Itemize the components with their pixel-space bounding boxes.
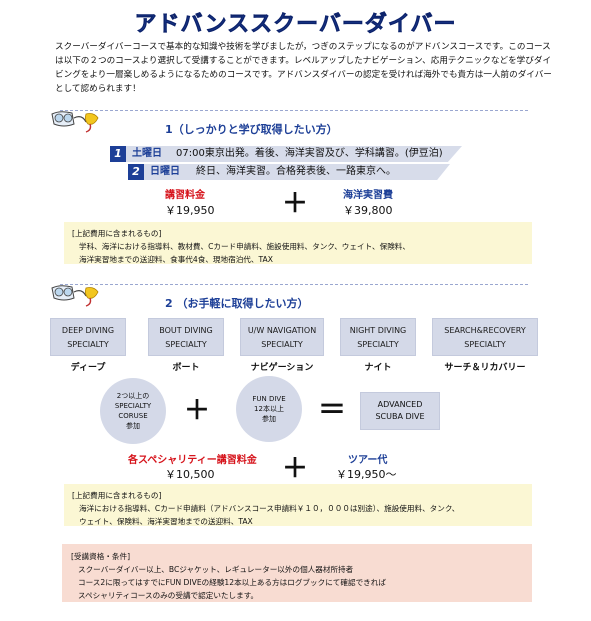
specialty-boat-label: ボート	[172, 363, 200, 373]
note-line: ウェイト、保険料、海洋実習地までの送迎料、TAX	[79, 517, 253, 526]
specialty-line: SPECIALTY	[261, 340, 303, 349]
circle-line: FUN DIVE	[252, 395, 286, 403]
course1-title: 1（しっかりと学び取得したい方）	[165, 123, 338, 136]
course2-title: 2 （お手軽に取得したい方）	[165, 297, 309, 310]
specialty-line: BOUT DIVING	[159, 326, 213, 335]
day2-desc: 終日、海洋実習。合格発表後、一路東京へ。	[196, 166, 396, 177]
requirements-line: スペシャリティコースのみの受講で認定いたします。	[78, 591, 259, 600]
specialty-line: SPECIALTY	[464, 340, 506, 349]
note-line: 海洋実習地までの送迎料、食事代4食、現地宿泊代、TAX	[79, 255, 273, 264]
equals-sign: ＝	[318, 393, 347, 426]
circle-line: CORUSE	[118, 412, 148, 420]
result-line: ADVANCED	[377, 400, 423, 409]
day1-bar	[110, 146, 462, 162]
day1-desc: 07:00東京出発。着後、海洋実習及び、学科講習。(伊豆泊)	[176, 148, 443, 159]
note-title: [上記費用に含まれるもの]	[72, 229, 162, 238]
requirements-title: [受講資格・条件]	[71, 552, 131, 561]
specialty-line: NIGHT DIVING	[349, 326, 407, 335]
specialty-line: SPECIALTY	[165, 340, 207, 349]
note-title: [上記費用に含まれるもの]	[72, 491, 162, 500]
circle-line: 参加	[262, 415, 276, 423]
course2-plus-top: ＋	[184, 396, 211, 426]
specialty-deep: DEEP DIVING SPECIALTY	[50, 318, 126, 356]
requirements-line: スクーバーダイバー以上、BCジャケット、レギュレーター以外の個人器材所持者	[78, 565, 354, 574]
course1-fee2-label: 海洋実習費	[343, 190, 393, 201]
note-line: 海洋における指導料、Cカード申請料（アドバンスコース申請料￥１０，０００は別途）…	[79, 504, 460, 513]
fun-dive-circle: FUN DIVE 12本以上 参加	[236, 376, 302, 442]
circle-line: 2つ以上の	[116, 392, 150, 400]
specialty-deep-label: ディープ	[70, 363, 106, 373]
day2-name: 日曜日	[150, 166, 180, 177]
course2-fee1-value: ￥10,500	[165, 468, 215, 481]
specialty-line: SPECIALTY	[67, 340, 109, 349]
circle-line: SPECIALTY	[114, 402, 152, 410]
specialty-line: SPECIALTY	[357, 340, 399, 349]
course1-fee2-value: ￥39,800	[343, 204, 393, 217]
specialty-search-recovery: SEARCH&RECOVERY SPECIALTY	[432, 318, 538, 356]
specialty-navigation: U/W NAVIGATION SPECIALTY	[240, 318, 324, 356]
specialty-navigation-label: ナビゲーション	[250, 363, 314, 373]
circle-line: 12本以上	[254, 405, 284, 413]
course2-fee2-value: ￥19,950～	[336, 468, 397, 481]
course2-included-note: [上記費用に含まれるもの] 海洋における指導料、Cカード申請料（アドバンスコース…	[64, 484, 532, 526]
specialty-boat: BOUT DIVING SPECIALTY	[148, 318, 224, 356]
result-line: SCUBA DIVE	[375, 412, 425, 421]
specialty-line: SEARCH&RECOVERY	[444, 326, 526, 335]
day1-number: 1	[110, 146, 126, 162]
specialty-line: U/W NAVIGATION	[247, 326, 317, 335]
course2-fee2-label: ツアー代	[348, 455, 388, 466]
requirements-note: [受講資格・条件] スクーバーダイバー以上、BCジャケット、レギュレーター以外の…	[62, 544, 532, 602]
note-line: 学科、海洋における指導料、教材費、Cカード申請料、施設使用料、タンク、ウェイト、…	[79, 242, 410, 251]
course2-fee1-label: 各スペシャリティー講習料金	[128, 455, 257, 466]
divider	[60, 284, 528, 285]
course2-plus-bottom: ＋	[282, 454, 309, 484]
requirements-line: コース2に限ってはすでにFUN DIVEの経験12本以上ある方はログブックにて確…	[78, 578, 386, 587]
course1-included-note: [上記費用に含まれるもの] 学科、海洋における指導料、教材費、Cカード申請料、施…	[64, 222, 532, 264]
day2-bar	[128, 164, 450, 180]
specialty-line: DEEP DIVING	[61, 326, 115, 335]
page-title: アドバンススクーバーダイバー	[134, 12, 457, 38]
specialty-course-circle: 2つ以上の SPECIALTY CORUSE 参加	[100, 378, 166, 444]
intro-text: スクーバーダイバーコースで基本的な知識や技術を学びましたが，つぎのステップになる…	[55, 42, 552, 94]
circle-line: 参加	[126, 422, 140, 430]
diver-mask-icon	[51, 111, 99, 133]
course1-fee1-value: ￥19,950	[165, 204, 215, 217]
advanced-scuba-result: ADVANCED SCUBA DIVE	[360, 392, 440, 430]
day1-name: 土曜日	[132, 148, 162, 159]
specialty-night-label: ナイト	[364, 363, 392, 373]
diver-mask-icon	[51, 285, 99, 307]
day2-number: 2	[128, 164, 144, 180]
divider	[60, 110, 528, 111]
specialty-search-recovery-label: サーチ＆リカバリー	[444, 363, 526, 373]
course1-fee1-label: 講習料金	[165, 190, 205, 201]
specialty-night: NIGHT DIVING SPECIALTY	[340, 318, 416, 356]
course1-plus: ＋	[282, 189, 309, 219]
